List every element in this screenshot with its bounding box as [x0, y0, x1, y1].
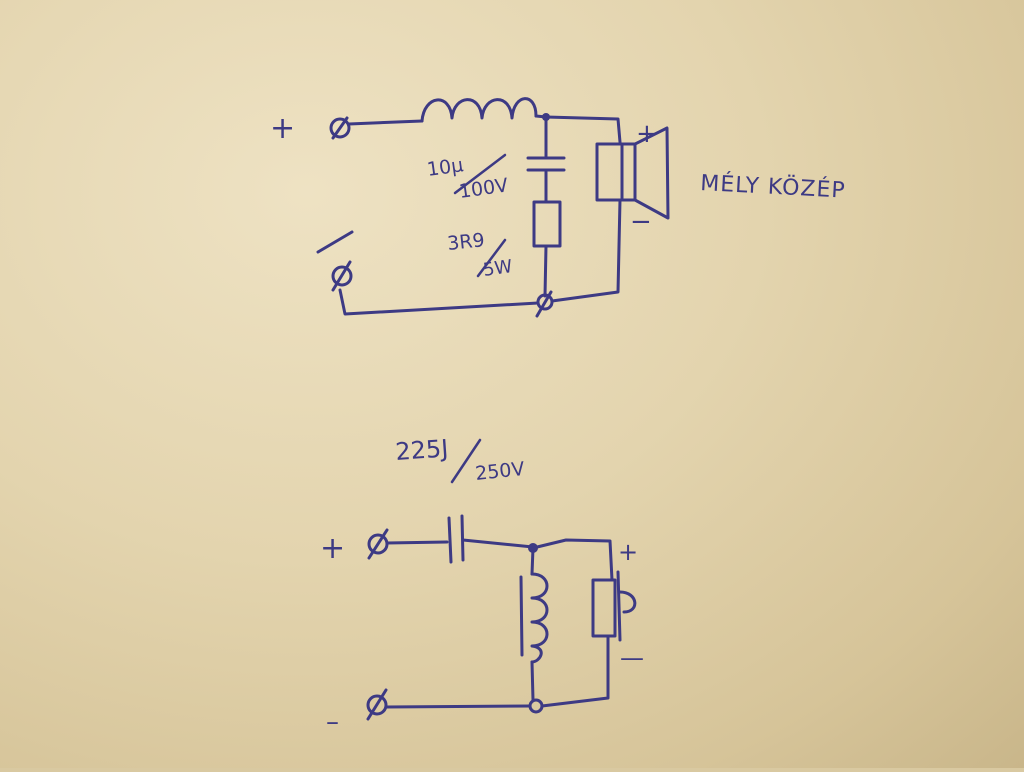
wire	[384, 704, 532, 709]
tweeter-speaker-symbol	[591, 570, 637, 642]
wire	[338, 288, 540, 316]
resistor-value-label: 3R9	[446, 229, 485, 255]
tweeter-input-terminal-minus	[366, 688, 388, 721]
junction-terminal	[528, 698, 544, 714]
speaker-plus-label: +	[636, 119, 658, 149]
wire	[461, 538, 535, 549]
wire	[530, 660, 535, 702]
speaker-label: MÉLY KÖZÉP	[700, 170, 847, 204]
tweeter-speaker-minus-label: —	[620, 644, 644, 672]
wire	[530, 546, 535, 576]
woofer-speaker-symbol	[595, 126, 670, 220]
input-minus-stroke	[316, 230, 354, 254]
tweeter-inductor-symbol	[530, 572, 549, 664]
woofer-crossover-circuit: + 10μ 100V 3R9 5W	[270, 97, 847, 318]
wire	[550, 198, 622, 303]
wire	[347, 119, 424, 126]
wire	[385, 540, 449, 545]
fraction-slash	[476, 238, 507, 278]
input-terminal-plus	[329, 116, 351, 140]
fraction-slash	[453, 153, 507, 195]
capacitor-voltage-label: 100V	[458, 174, 510, 203]
wire	[544, 115, 622, 144]
capacitor-symbol	[526, 156, 566, 172]
resistor-power-label: 5W	[482, 256, 514, 281]
tweeter-input-terminal-plus	[367, 528, 389, 560]
fraction-slash	[450, 438, 482, 484]
wire	[540, 634, 610, 708]
tweeter-capacitor-value-label: 225J	[394, 434, 449, 466]
speaker-minus-label: −	[630, 207, 652, 237]
inductor-core-line	[519, 575, 524, 657]
tweeter-speaker-plus-label: +	[618, 538, 638, 566]
capacitor-value-label: 10μ	[426, 154, 465, 181]
wire	[535, 290, 553, 318]
input-terminal-minus	[331, 260, 353, 292]
tweeter-input-minus-label: –	[326, 707, 339, 737]
tweeter-crossover-circuit: 225J 250V + + —	[320, 434, 644, 737]
tweeter-capacitor-voltage-label: 250V	[474, 458, 525, 485]
wire	[531, 538, 614, 582]
tweeter-capacitor-symbol	[447, 514, 465, 564]
wire	[543, 244, 548, 298]
tweeter-input-plus-label: +	[320, 531, 345, 566]
inductor-symbol	[420, 97, 538, 123]
input-plus-label: +	[270, 111, 295, 146]
resistor-symbol	[532, 200, 562, 248]
